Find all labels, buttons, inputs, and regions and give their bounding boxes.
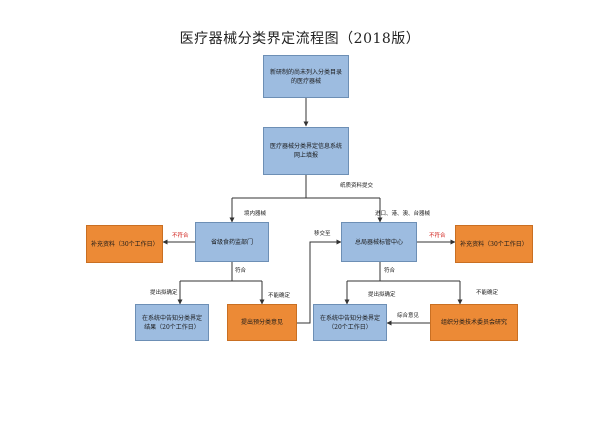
- node-expert: 组织分类技术委员会研究: [430, 304, 518, 341]
- node-center: 总局器械标管中心: [341, 222, 417, 262]
- node-submit: 医疗器械分类界定信息系统网上填报: [263, 127, 349, 175]
- node-supplement-left: 补充资料（30个工作日）: [86, 225, 163, 263]
- arrow-transfer-to-center: [297, 239, 342, 324]
- node-province: 省级食药监部门: [195, 222, 269, 262]
- node-nodecide-left: 提出预分类意见: [227, 304, 297, 341]
- label-fail-left: 不符合: [172, 233, 189, 239]
- chart-title: 医疗器械分类界定流程图（2018版）: [179, 31, 421, 47]
- label-pass-left: 符合: [235, 268, 247, 274]
- label-pass-right: 符合: [384, 268, 396, 274]
- label-imported: 进口、港、澳、台器械: [375, 211, 431, 217]
- node-result-left: 在系统中告知分类界定结果（20个工作日）: [135, 304, 209, 341]
- label-complete: 纸质资料提交: [340, 183, 374, 189]
- node-start: 新研制的尚未列入分类目录的医疗器械: [263, 55, 349, 98]
- node-supplement-right: 补充资料（30个工作日）: [455, 225, 533, 263]
- label-can-left: 提出拟确定: [150, 290, 178, 296]
- label-transfer: 移交至: [314, 231, 331, 237]
- label-domestic: 境内器械: [244, 211, 267, 217]
- node-result-right: 在系统中告知分类界定（20个工作日）: [313, 304, 387, 341]
- label-cannot-right: 不能确定: [476, 290, 499, 296]
- label-opinion: 综合意见: [397, 313, 420, 319]
- label-can-right: 提出拟确定: [368, 292, 396, 298]
- label-fail-right: 不符合: [429, 233, 446, 239]
- label-cannot-left: 不能确定: [268, 293, 291, 299]
